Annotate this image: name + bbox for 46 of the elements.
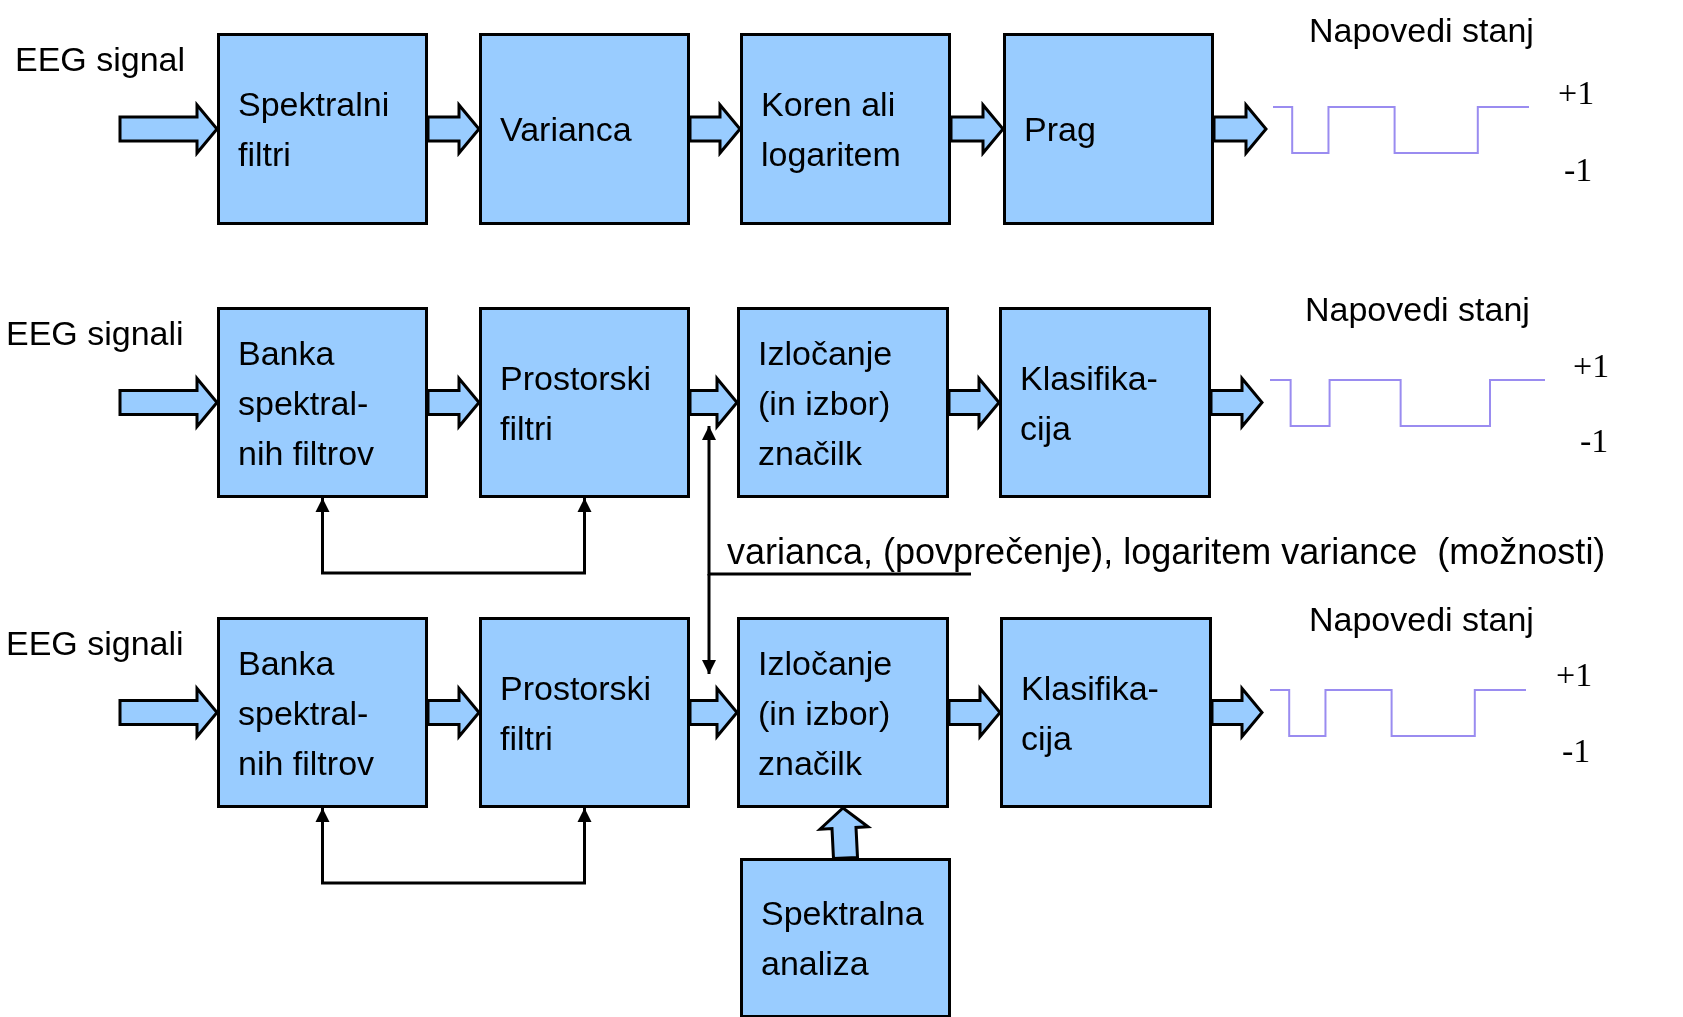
block-arrow	[949, 100, 1005, 158]
output-label: Napovedi stanj	[1309, 599, 1534, 639]
process-box: Prag	[1003, 33, 1214, 225]
input-label: EEG signal	[15, 39, 186, 79]
process-box: Koren ali logaritem	[740, 33, 951, 225]
process-box: Izločanje (in izbor) značilk	[737, 307, 949, 498]
output-label: Napovedi stanj	[1309, 10, 1534, 50]
level-label: +1	[1558, 73, 1595, 113]
process-box: Klasifika- cija	[999, 307, 1211, 498]
input-label: EEG signali	[6, 313, 184, 353]
arrow	[702, 574, 716, 674]
process-box: Spektralna analiza	[740, 858, 951, 1017]
process-box: Prostorski filtri	[479, 617, 690, 808]
process-box: Prostorski filtri	[479, 307, 690, 498]
input-label: EEG signali	[6, 623, 184, 663]
level-label: -1	[1562, 731, 1591, 771]
block-arrow	[426, 684, 481, 741]
block-arrow	[815, 806, 873, 861]
block-arrow	[947, 684, 1002, 741]
arrow	[315, 808, 592, 885]
level-label: +1	[1573, 346, 1610, 386]
block-arrow	[426, 374, 481, 431]
block-arrow	[1209, 374, 1264, 431]
block-arrow	[118, 374, 219, 431]
arrow	[315, 498, 592, 575]
block-arrow	[1210, 684, 1264, 741]
block-arrow	[118, 684, 219, 741]
process-box: Klasifika- cija	[1000, 617, 1212, 808]
level-label: -1	[1564, 150, 1593, 190]
process-box: Banka spektral- nih filtrov	[217, 617, 428, 808]
block-arrow	[688, 374, 739, 431]
level-label: -1	[1580, 421, 1609, 461]
process-box: Banka spektral- nih filtrov	[217, 307, 428, 498]
block-arrow	[947, 374, 1001, 431]
process-box: Spektralni filtri	[217, 33, 428, 225]
process-box: Izločanje (in izbor) značilk	[737, 617, 949, 808]
block-arrow	[426, 100, 481, 158]
process-box: Varianca	[479, 33, 690, 225]
block-arrow	[688, 100, 742, 158]
level-label: +1	[1556, 655, 1593, 695]
block-arrow	[118, 100, 219, 158]
annotation-text: varianca, (povprečenje), logaritem variance (možnosti)	[727, 532, 1606, 572]
block-arrow	[1212, 100, 1268, 158]
output-label: Napovedi stanj	[1305, 289, 1530, 329]
arrow	[702, 426, 971, 576]
block-arrow	[688, 684, 739, 741]
